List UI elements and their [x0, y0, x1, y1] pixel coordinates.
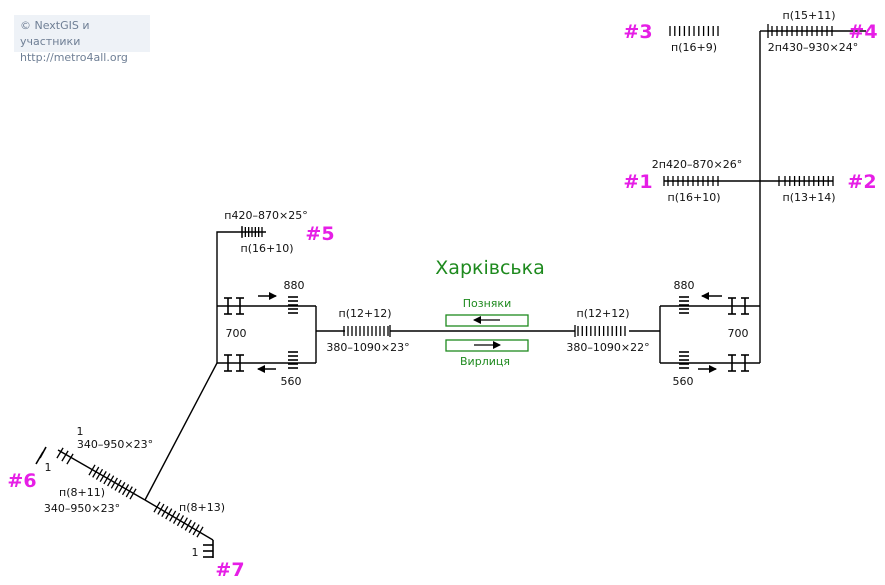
label-exit7-top: п(8+13) [179, 501, 225, 514]
label-right-700: 700 [728, 327, 749, 340]
exit-tag-3: #3 [623, 21, 652, 43]
exit6-stairs [35, 446, 137, 500]
exit7-stairs [153, 501, 214, 558]
label-exit6-one-a: 1 [77, 425, 84, 438]
left-escalator [343, 325, 391, 337]
exit3-stairs [669, 26, 719, 36]
exit-tag-4: #4 [848, 21, 877, 43]
direction-bottom-label: Вирлиця [460, 355, 510, 368]
label-exit1-top: 2п420–870×26° [652, 158, 742, 171]
exit-tag-7: #7 [215, 559, 244, 581]
direction-bottom-box [445, 339, 529, 352]
exit-tag-1: #1 [623, 171, 652, 193]
exit5-stairs [241, 226, 263, 238]
copyright-credit: © NextGIS и участники http://metro4all.o… [14, 15, 150, 64]
label-exit5-bottom: п(16+10) [241, 242, 294, 255]
left-hall [216, 292, 345, 373]
label-left-mid-bottom: 380–1090×23° [326, 341, 409, 354]
label-left-880: 880 [284, 279, 305, 292]
label-right-880: 880 [674, 279, 695, 292]
exit2-stairs [778, 176, 834, 186]
label-exit4-bottom: 2п430–930×24° [768, 41, 858, 54]
right-hall [629, 292, 761, 373]
direction-top-box [445, 314, 529, 327]
label-exit7-one: 1 [192, 546, 199, 559]
exit-tag-6: #6 [7, 470, 36, 492]
credit-line-1: © NextGIS и участники [20, 19, 90, 48]
exit6-track [57, 449, 146, 501]
label-right-mid-top: п(12+12) [577, 307, 630, 320]
right-escalator [574, 325, 626, 337]
exit7-track [144, 499, 214, 541]
exit1-stairs [663, 176, 719, 186]
label-exit6-spec: 340–950×23° [77, 438, 153, 451]
direction-top-label: Позняки [463, 297, 511, 310]
exit4-stairs [767, 24, 833, 38]
label-right-560: 560 [673, 375, 694, 388]
station-name: Харківська [435, 257, 544, 279]
label-exit1-bottom: п(16+10) [668, 191, 721, 204]
label-exit6-lower-bottom: 340–950×23° [44, 502, 120, 515]
lower-diagonal [144, 362, 218, 501]
exit5-track [216, 231, 266, 306]
label-left-700: 700 [226, 327, 247, 340]
label-left-mid-top: п(12+12) [339, 307, 392, 320]
label-exit4-top: п(15+11) [783, 9, 836, 22]
label-left-560: 560 [281, 375, 302, 388]
label-exit5-top: п420–870×25° [224, 209, 307, 222]
label-right-mid-bottom: 380–1090×22° [566, 341, 649, 354]
exit-tag-5: #5 [305, 223, 334, 245]
label-exit6-one-b: 1 [45, 461, 52, 474]
exit-tag-2: #2 [847, 171, 876, 193]
credit-link[interactable]: http://metro4all.org [20, 51, 128, 64]
label-exit6-lower-top: п(8+11) [59, 486, 105, 499]
label-exit2: п(13+14) [783, 191, 836, 204]
label-exit3: п(16+9) [671, 41, 717, 54]
